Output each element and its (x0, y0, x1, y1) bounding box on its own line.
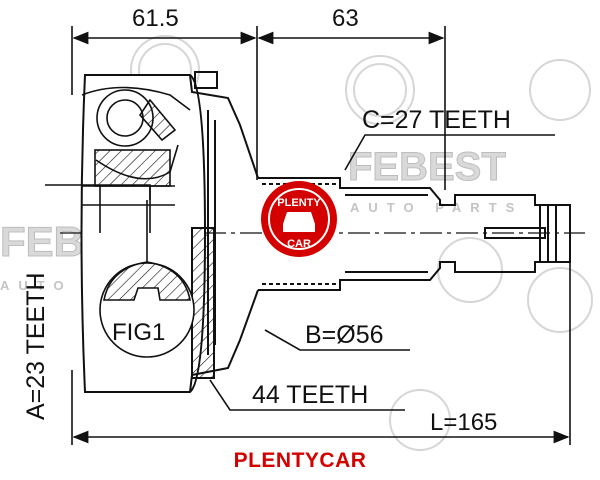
watermark-sub-right: AUTO PARTS (350, 200, 523, 215)
stamp-text-bottom: CAR (287, 238, 311, 250)
spline-count-a: A=23 TEETH (22, 272, 50, 420)
plentycar-stamp (261, 181, 337, 257)
dimension-total-length: L=165 (430, 409, 497, 436)
car-icon (283, 212, 315, 232)
leader-lines (45, 134, 555, 411)
brand-caption: PLENTYCAR (233, 449, 367, 472)
stamp-text-top: PLENTY (277, 197, 321, 209)
watermark-brand-right: FEBEST (348, 145, 506, 189)
diameter-b: B=Ø56 (305, 321, 384, 349)
fig1-label: FIG1 (112, 319, 165, 346)
spline-count-c: C=27 TEETH (362, 106, 511, 134)
dimension-lines (71, 26, 571, 445)
dimension-top-left: 61.5 (132, 5, 179, 32)
abs-ring-teeth: 44 TEETH (252, 381, 368, 409)
inner-race-section (81, 86, 191, 233)
fig1-detail (99, 200, 195, 358)
dimension-top-right: 63 (332, 5, 359, 32)
